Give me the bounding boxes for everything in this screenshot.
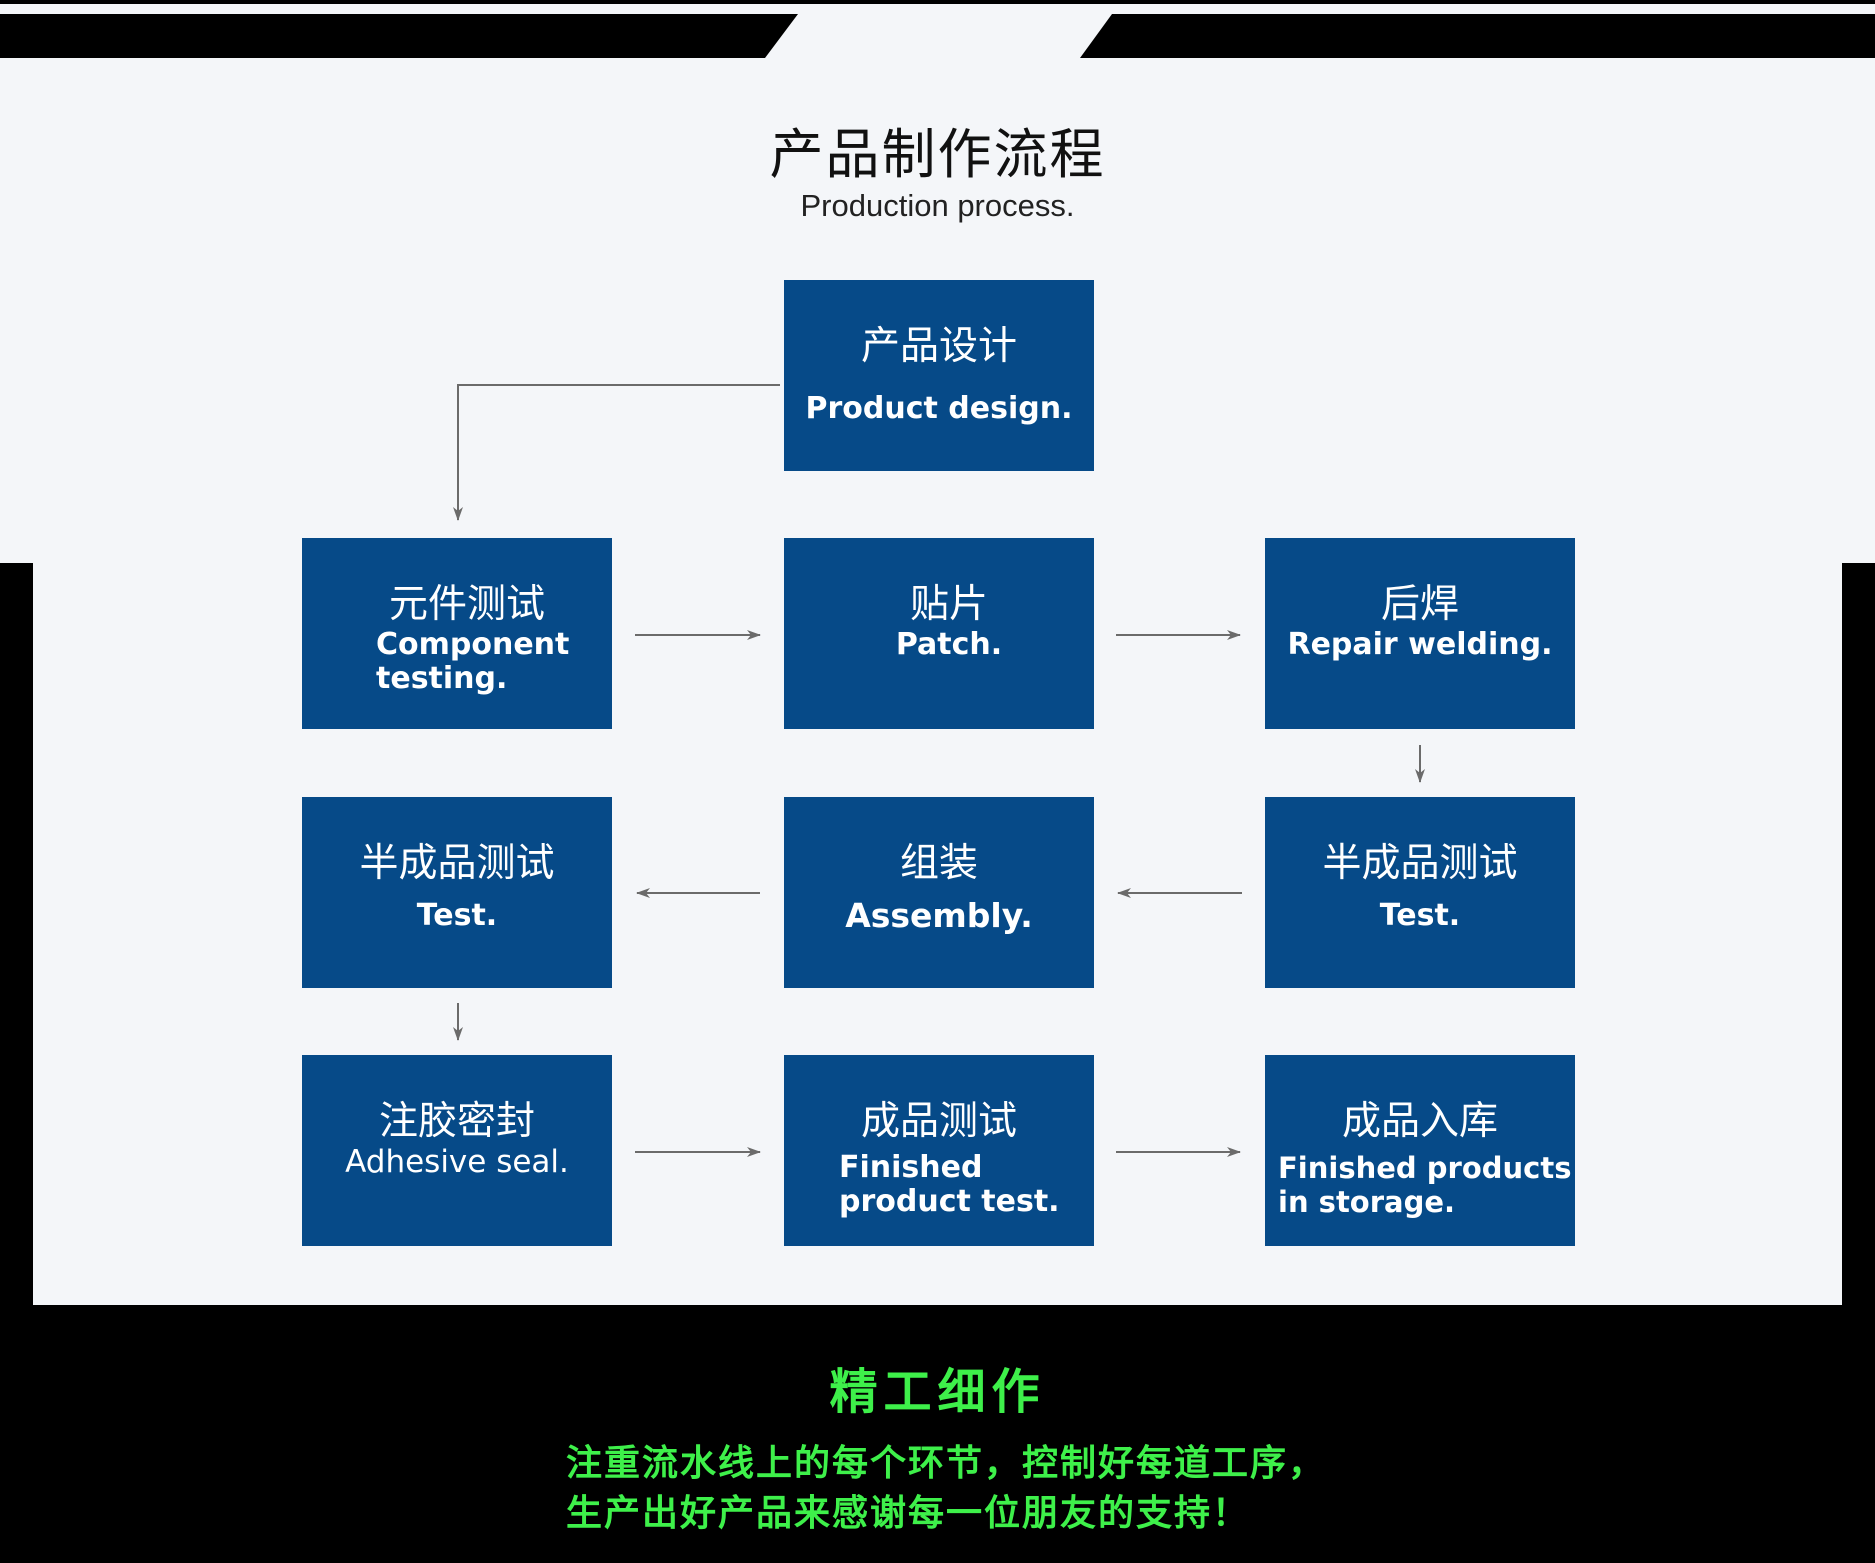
node-label-cn: 半成品测试 <box>359 841 555 886</box>
slogan-title: 精工细作 <box>829 1364 1046 1420</box>
arrow-design-to-component <box>453 384 780 521</box>
page-title: 产品制作流程 <box>769 123 1106 186</box>
node-label-en: Patch. <box>895 627 1003 662</box>
node-adhesive-seal: 注胶密封 Adhesive seal. <box>302 1055 612 1246</box>
node-label-en: Component testing. <box>376 627 570 696</box>
node-patch: 贴片 Patch. <box>784 538 1094 729</box>
node-label-en: Repair welding. <box>1287 627 1553 662</box>
node-label-en: Adhesive seal. <box>345 1144 569 1180</box>
node-finished-storage: 成品入库 Finished products in storage. <box>1265 1055 1575 1246</box>
node-label-en: Finished products in storage. <box>1278 1151 1572 1219</box>
node-semi-test-right: 半成品测试 Test. <box>1265 797 1575 988</box>
node-label-cn: 组装 <box>899 841 978 886</box>
node-label-en: Test. <box>1379 898 1461 933</box>
node-label-cn: 后焊 <box>1380 582 1459 627</box>
node-label-en: Product design. <box>805 391 1073 426</box>
slogan-line-2: 生产出好产品来感谢每一位朋友的支持！ <box>566 1493 1251 1534</box>
node-assembly: 组装 Assembly. <box>784 797 1094 988</box>
node-repair-welding: 后焊 Repair welding. <box>1265 538 1575 729</box>
node-label-cn: 贴片 <box>909 582 988 627</box>
node-label-cn: 成品测试 <box>860 1099 1017 1144</box>
node-label-en: Assembly. <box>845 896 1033 935</box>
node-product-design: 产品设计 Product design. <box>784 280 1094 471</box>
node-label-cn: 成品入库 <box>1341 1099 1498 1144</box>
node-label-cn: 元件测试 <box>388 582 545 627</box>
node-component-testing: 元件测试 Component testing. <box>302 538 612 729</box>
node-label-cn: 注胶密封 <box>378 1099 535 1144</box>
node-label-cn: 半成品测试 <box>1322 841 1518 886</box>
node-semi-test-left: 半成品测试 Test. <box>302 797 612 988</box>
node-finished-product-test: 成品测试 Finished product test. <box>784 1055 1094 1246</box>
node-label-en: Finished product test. <box>839 1150 1060 1219</box>
node-label-en: Test. <box>416 898 498 933</box>
top-bars <box>0 0 1875 70</box>
node-label-cn: 产品设计 <box>860 324 1017 369</box>
slogan-line-1: 注重流水线上的每个环节，控制好每道工序， <box>566 1443 1327 1484</box>
page-subtitle: Production process. <box>800 188 1075 223</box>
